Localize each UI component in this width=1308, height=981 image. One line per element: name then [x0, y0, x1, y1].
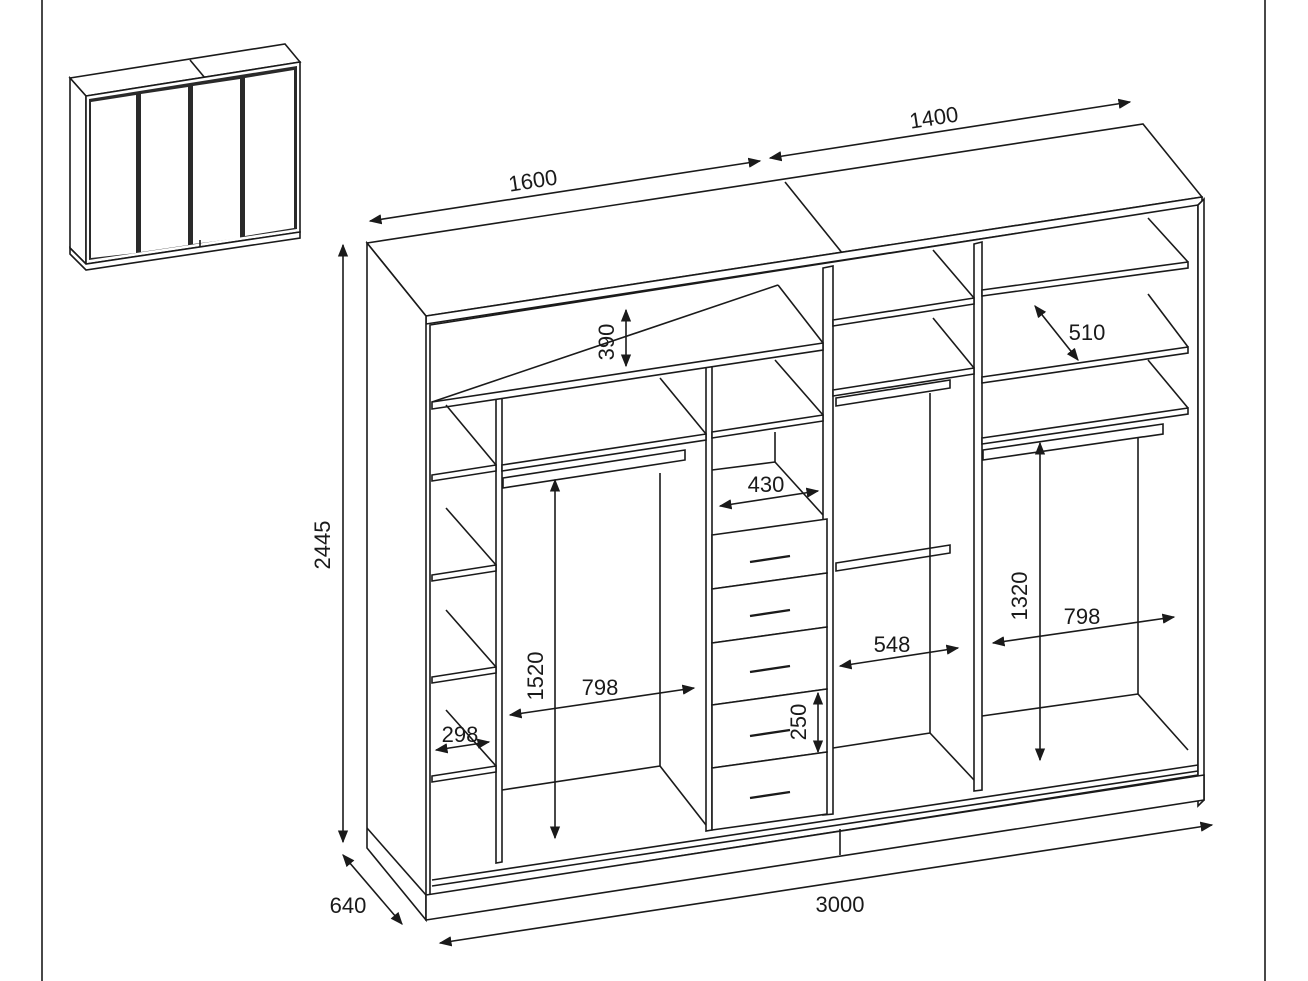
dim-1400: 1400 — [908, 102, 960, 134]
dim-510: 510 — [1069, 320, 1106, 345]
dim-250: 250 — [786, 704, 811, 741]
dim-2445: 2445 — [310, 521, 335, 570]
drawer-5 — [711, 751, 828, 831]
dim-1320: 1320 — [1007, 572, 1032, 621]
main-wardrobe — [365, 123, 1205, 923]
dim-430: 430 — [748, 472, 785, 497]
dim-798-left: 798 — [582, 675, 619, 700]
dim-798-right: 798 — [1064, 604, 1101, 629]
thumbnail-wardrobe — [68, 43, 302, 271]
dim-548: 548 — [874, 632, 911, 657]
dimension-labels: 1600 1400 2445 640 3000 390 1520 798 298… — [310, 102, 1105, 918]
dim-1600: 1600 — [507, 165, 559, 197]
dim-640: 640 — [330, 893, 367, 918]
dimension-lines — [337, 98, 1214, 947]
dim-390: 390 — [594, 324, 619, 361]
dim-298: 298 — [442, 722, 479, 747]
dim-3000: 3000 — [816, 892, 865, 917]
dim-1520: 1520 — [523, 652, 548, 701]
